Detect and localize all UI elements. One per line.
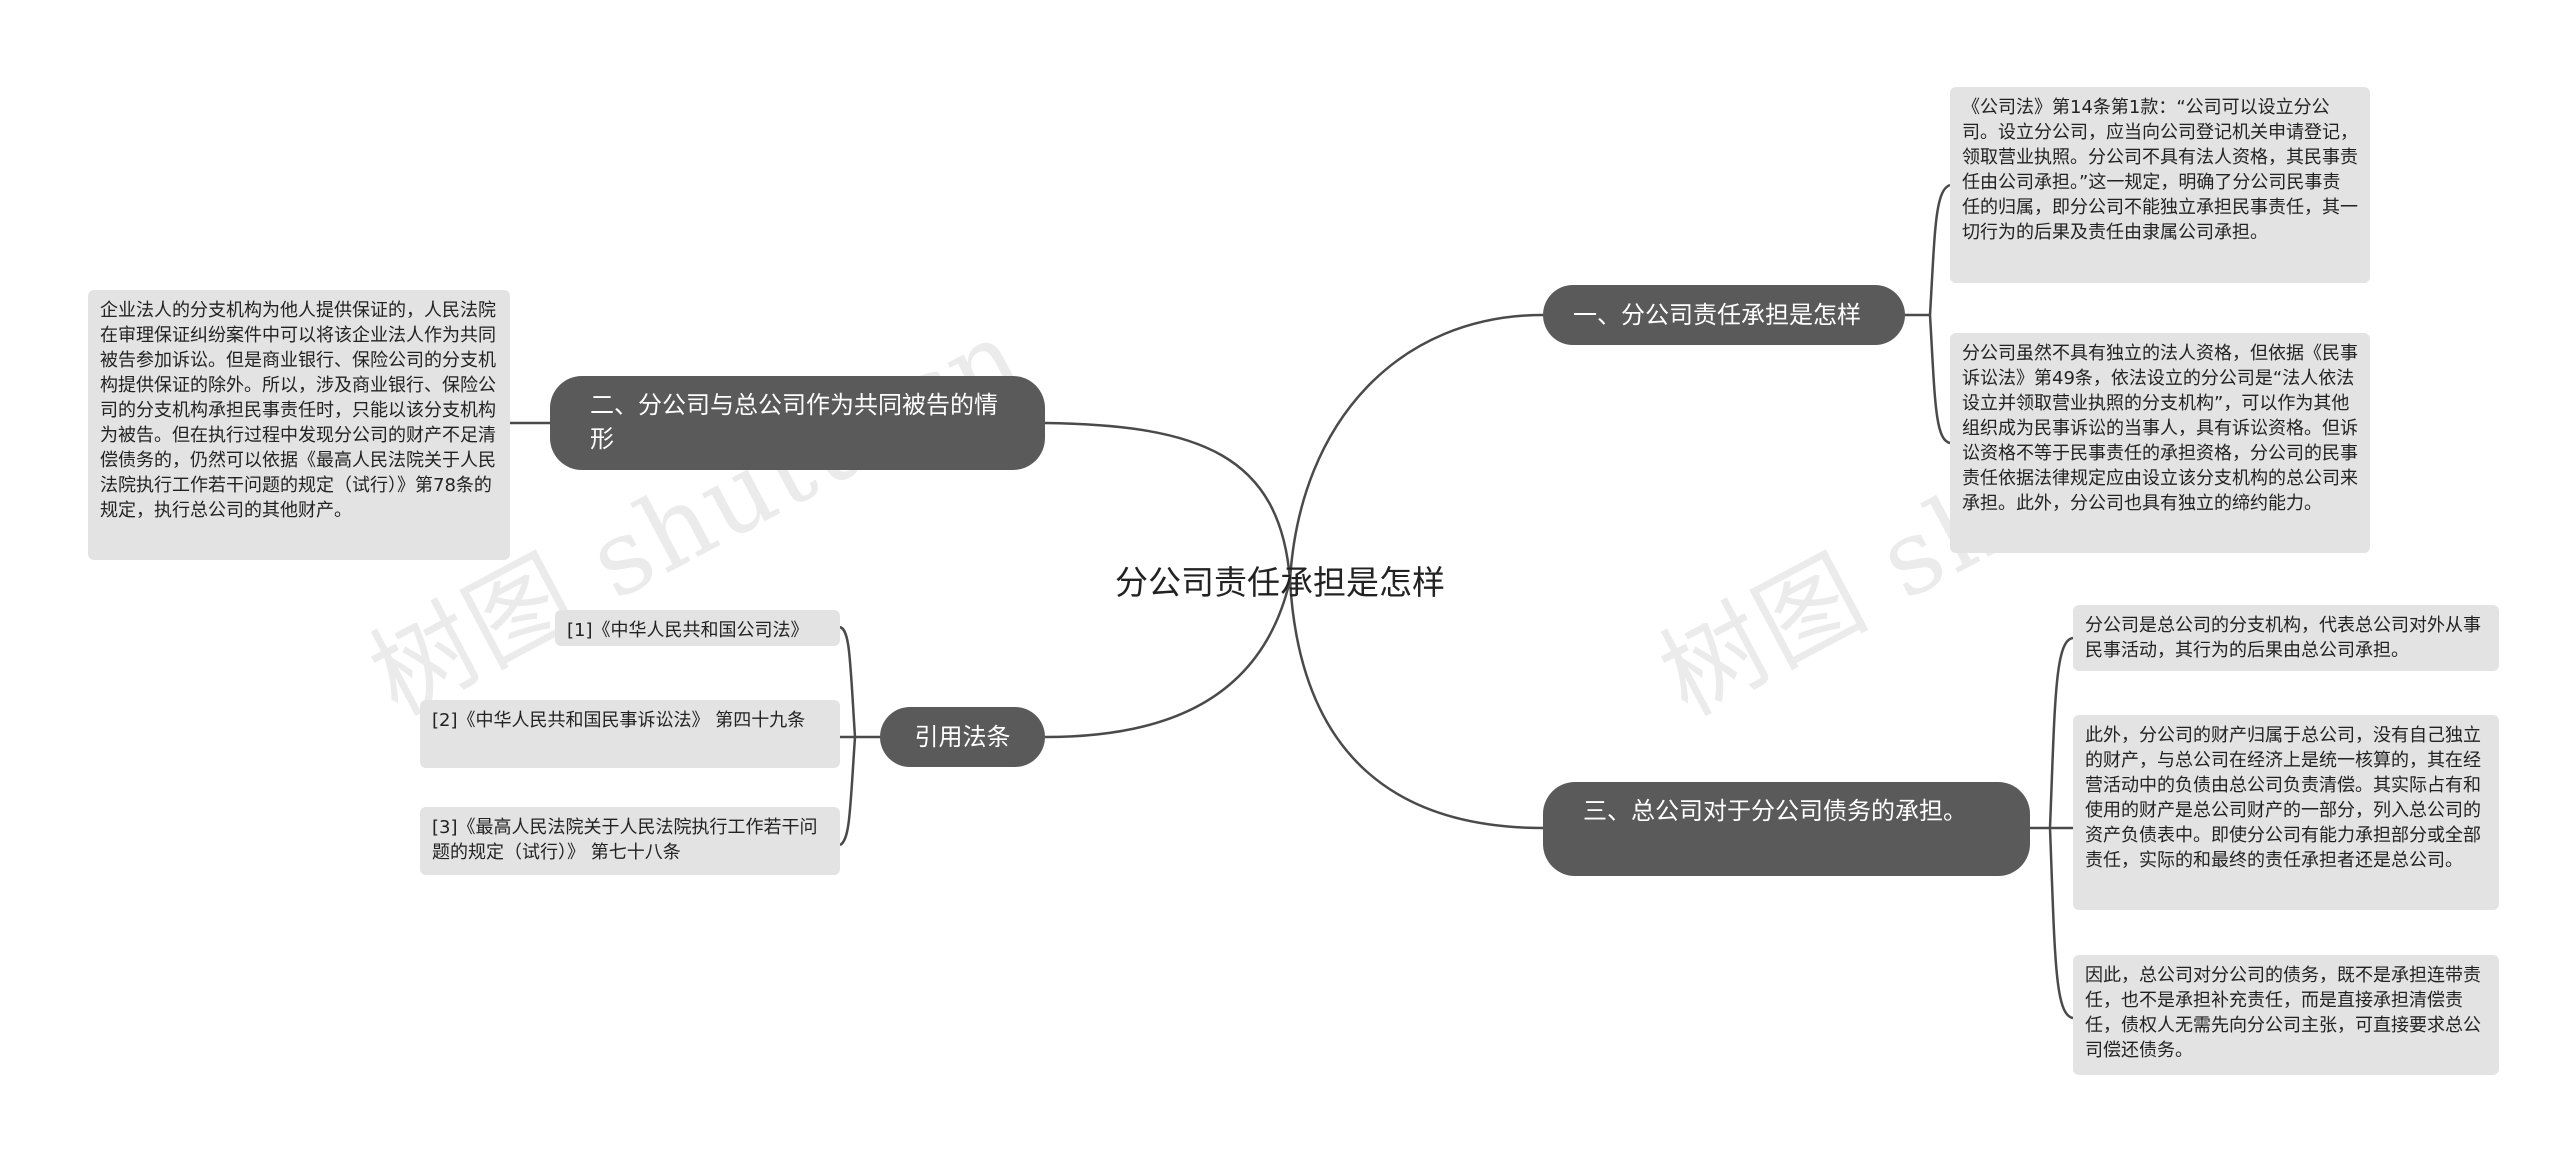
branch-4-leaf-2[interactable]: [2]《中华人民共和国民事诉讼法》 第四十九条 [420,700,840,768]
branch-3-leaf-1[interactable]: 分公司是总公司的分支机构，代表总公司对外从事民事活动，其行为的后果由总公司承担。 [2073,605,2499,671]
link-b4-leaf3 [839,736,857,847]
link-root-b1 [1288,313,1544,581]
link-b1-leaf2 [1928,314,1951,445]
link-root-b4 [1044,579,1292,739]
link-b3-leaf1 [2048,636,2074,829]
branch-4-leaf-3[interactable]: [3]《最高人民法院关于人民法院执行工作若干问题的规定（试行）》 第七十八条 [420,807,840,875]
branch-2[interactable]: 二、分公司与总公司作为共同被告的情形 [550,376,1045,470]
branch-1-leaf-2[interactable]: 分公司虽然不具有独立的法人资格，但依据《民事诉讼法》第49条，依法设立的分公司是… [1950,333,2370,553]
link-b4-leaf1 [839,625,857,738]
branch-1[interactable]: 一、分公司责任承担是怎样 [1543,285,1905,345]
branch-1-leaf-1[interactable]: 《公司法》第14条第1款：“公司可以设立分公司。设立分公司，应当向公司登记机关申… [1950,87,2370,283]
link-root-b3 [1288,579,1544,830]
branch-3-leaf-2[interactable]: 此外，分公司的财产归属于总公司，没有自己独立的财产，与总公司在经济上是统一核算的… [2073,715,2499,910]
link-root-b2 [1044,421,1292,581]
branch-4[interactable]: 引用法条 [880,707,1045,767]
branch-4-leaf-1[interactable]: [1]《中华人民共和国公司法》 [555,610,840,646]
root-topic[interactable]: 分公司责任承担是怎样 [1115,563,1445,602]
link-b3-leaf3 [2048,827,2074,1020]
branch-3-leaf-3[interactable]: 因此，总公司对分公司的债务，既不是承担连带责任，也不是承担补充责任，而是直接承担… [2073,955,2499,1075]
branch-3[interactable]: 三、总公司对于分公司债务的承担。 [1543,782,2030,876]
branch-2-leaf-1[interactable]: 企业法人的分支机构为他人提供保证的，人民法院在审理保证纠纷案件中可以将该企业法人… [88,290,510,560]
link-b1-leaf1 [1928,183,1951,316]
